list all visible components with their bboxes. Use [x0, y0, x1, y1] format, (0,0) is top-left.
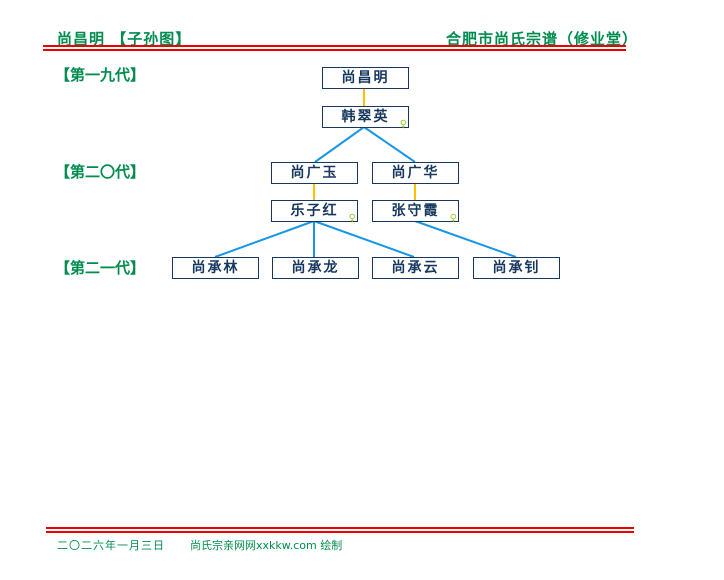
generation-label-21: 【第二一代】 [55, 259, 146, 277]
footer-date: 二〇二六年一月三日 [57, 539, 165, 552]
person-node-zhangshouxia[interactable]: 张守霞 ♀ [372, 200, 459, 224]
register-title: 合肥市尚氏宗谱（修业堂） [446, 30, 639, 48]
person-node-hancuiying[interactable]: 韩翠英 ♀ [322, 106, 409, 130]
parent-child-connector [214, 220, 315, 258]
person-node-shangchenglong[interactable]: 尚承龙 [272, 257, 359, 279]
person-node-shangguanghua[interactable]: 尚广华 [372, 162, 459, 184]
parent-child-connector [313, 220, 415, 258]
footer-divider [46, 527, 634, 533]
person-name: 张守霞 [391, 203, 440, 219]
person-name: 韩翠英 [341, 109, 390, 125]
person-name: 尚承林 [191, 260, 240, 276]
person-node-shangchangming[interactable]: 尚昌明 [322, 67, 409, 89]
person-node-shangchengzhao[interactable]: 尚承钊 [473, 257, 560, 279]
person-node-shangguangyu[interactable]: 尚广玉 [271, 162, 358, 184]
parent-child-connector [314, 126, 365, 163]
generation-label-19: 【第一九代】 [55, 66, 146, 84]
person-name: 尚承云 [391, 260, 440, 276]
page-title: 尚昌明 【子孙图】 [57, 30, 192, 48]
person-node-shangchenglin[interactable]: 尚承林 [172, 257, 259, 279]
person-name: 尚广华 [391, 165, 440, 181]
footer-credit: 尚氏宗亲网网xxkkw.com 绘制 [190, 539, 343, 552]
female-icon: ♀ [399, 119, 407, 130]
person-name: 尚广玉 [290, 165, 339, 181]
header-divider [43, 45, 626, 51]
person-name: 乐子红 [290, 203, 339, 219]
person-name: 尚承钊 [492, 260, 541, 276]
person-name: 尚承龙 [291, 260, 340, 276]
parent-child-connector [414, 220, 517, 258]
person-name: 尚昌明 [341, 70, 390, 86]
generation-label-20: 【第二〇代】 [55, 163, 146, 181]
female-icon: ♀ [348, 213, 356, 224]
person-node-shangchengyun[interactable]: 尚承云 [372, 257, 459, 279]
parent-child-connector [363, 126, 416, 163]
female-icon: ♀ [449, 213, 457, 224]
person-node-lezihong[interactable]: 乐子红 ♀ [271, 200, 358, 224]
